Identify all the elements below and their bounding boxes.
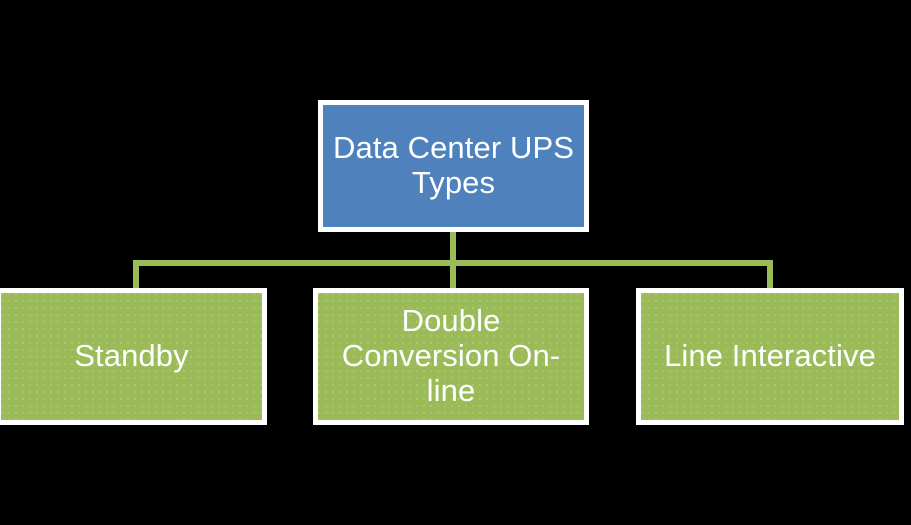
connector-drop-standby	[133, 260, 139, 290]
node-child-double-conversion-online-label: Double Conversion On- line	[341, 303, 561, 408]
connector-drop-double-conversion-online	[450, 260, 456, 290]
connector-drop-line-interactive	[767, 260, 773, 290]
node-child-standby[interactable]: Standby	[0, 288, 267, 425]
node-child-line-interactive[interactable]: Line Interactive	[636, 288, 904, 425]
connector-root-stem	[450, 231, 456, 263]
node-child-standby-label: Standby	[74, 338, 189, 374]
node-root-data-center-ups-types[interactable]: Data Center UPS Types	[318, 100, 589, 232]
node-child-double-conversion-online[interactable]: Double Conversion On- line	[313, 288, 589, 425]
node-root-label: Data Center UPS Types	[333, 130, 574, 200]
node-child-line-interactive-label: Line Interactive	[664, 338, 876, 374]
